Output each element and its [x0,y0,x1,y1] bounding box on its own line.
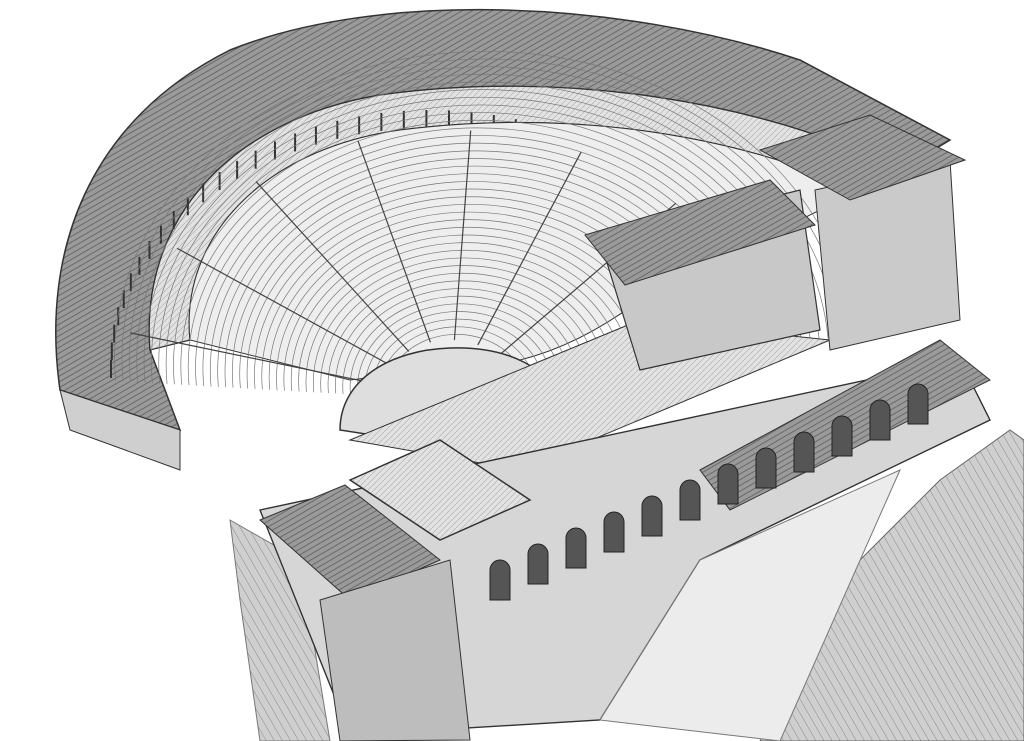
arch [869,399,891,441]
seat-row [320,265,607,393]
corner-tower-right-roof [758,114,967,201]
arch [907,383,929,425]
seat-row [312,257,616,393]
arch [717,463,739,505]
arch [603,511,625,553]
arch [489,559,511,601]
aisle-stair [176,247,393,367]
arch [755,447,777,489]
seat-row [357,303,562,395]
outer-arcade-wall [59,389,181,471]
seat-row [349,295,571,395]
seat-row [327,272,598,394]
arch [793,431,815,473]
aisle-stair [453,130,472,341]
aisle-stair [357,140,432,343]
seat-row [298,242,634,392]
left-pavilion-roof [259,484,441,601]
seat-row [342,288,580,394]
aisle-stair [255,181,410,352]
seat-row [305,249,625,392]
road [599,469,901,741]
arch [679,479,701,521]
arch [565,527,587,569]
courtyard [348,439,532,541]
seat-row [371,318,545,396]
seat-row [364,311,554,396]
arch [641,495,663,537]
aisle-stair [477,151,582,346]
arch [831,415,853,457]
left-pavilion-facade [319,559,471,741]
aisle-stair [130,332,383,386]
seat-row [290,234,642,392]
scaenae-roof [584,179,816,286]
seat-row [335,280,589,394]
arch [527,543,549,585]
front-arcade-arches [489,383,929,601]
